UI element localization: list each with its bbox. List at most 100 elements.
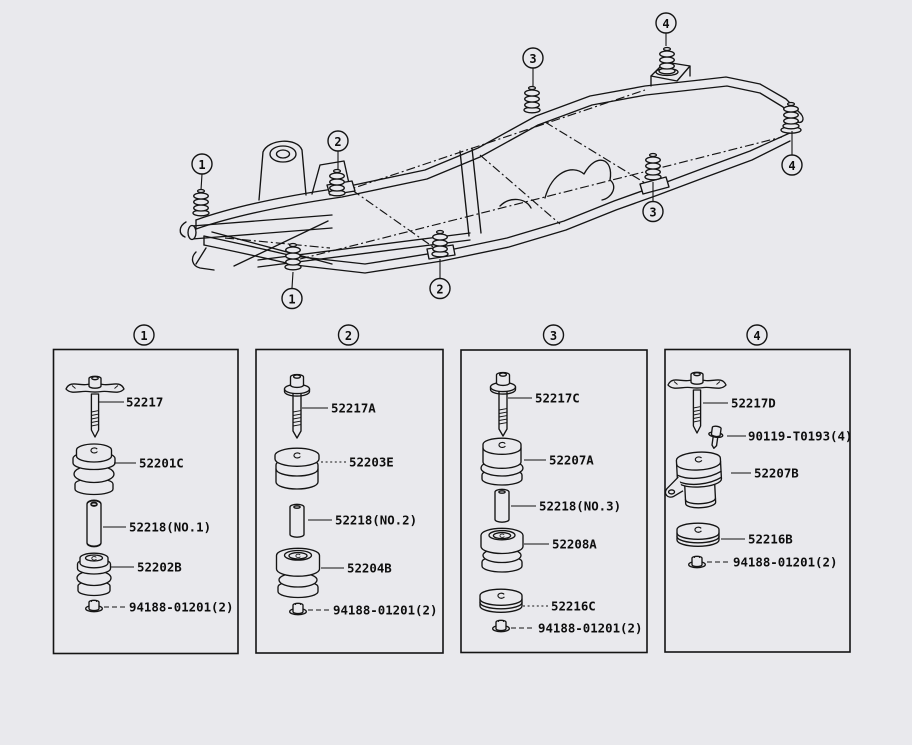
mount-cushion-1-rear [284,242,302,271]
frame-callout-3-front: 3 [522,47,544,87]
part-label: 94188-01201(2) [308,603,437,618]
part-label: 52217 [99,395,163,410]
group-number: 3 [550,329,557,343]
mount-cushion-4-rear [782,101,800,130]
part-group-1: 1 52217 52201C 52218(NO.1) 52202B 94188-… [52,324,239,655]
mount-cushion-2-rear [431,229,449,258]
callout-number: 3 [649,205,656,219]
front-crossmember [191,214,333,227]
part-number: 94188-01201(2) [733,555,837,570]
part-number: 52218(NO.1) [129,520,211,535]
mid-crossmember [459,150,470,237]
part-number: 90119-T0193(4) [748,429,852,444]
part-number: 52217C [535,391,580,406]
part-label: 52204B [321,561,392,576]
part-number: 52217 [126,395,163,410]
part-number: 52207B [754,466,799,481]
callout-number: 1 [198,158,205,172]
drawing-lower-cushion [77,553,111,595]
drawing-spacer [289,503,305,538]
drawing-spacer [86,499,102,548]
drawing-cushion-with-bracket [664,451,723,509]
part-group-3: 3 52217C 52207A 52218(NO.3) 52208A 52216… [460,324,648,654]
mount-cushion-3-rear [644,152,662,181]
frame-callout-1-front: 1 [191,153,213,191]
part-number: 52202B [137,560,182,575]
part-number: 52218(NO.2) [335,513,417,528]
part-number: 52201C [139,456,184,471]
callout-number: 4 [662,17,669,31]
drawing-nut [688,555,706,569]
part-label: 52208A [524,537,597,552]
part-label: 90119-T0193(4) [727,429,852,444]
callout-number: 2 [334,135,341,149]
part-label: 52202B [111,560,182,575]
part-number: 52204B [347,561,392,576]
drawing-mount-bolt [283,373,311,439]
part-number: 52218(NO.3) [539,499,621,514]
part-number: 94188-01201(2) [333,603,437,618]
group-box [255,348,444,654]
drawing-lower-cushion [481,528,523,572]
group-number: 4 [753,329,760,343]
part-number: 52207A [549,453,594,468]
part-group-4: 4 52217D 90119-T0193(4) 52207B [664,324,852,653]
drawing-upper-cushion [73,444,115,495]
part-label: 52201C [114,456,184,471]
part-number: 94188-01201(2) [129,600,233,615]
part-label: 52218(NO.1) [103,520,211,535]
drawing-nut [85,599,103,613]
part-label: 52217A [302,401,376,416]
part-label: 52218(NO.2) [308,513,417,528]
mount-cushion-4-front [658,46,676,75]
drawing-nut [289,602,307,616]
frame-callout-2-front: 2 [327,130,349,170]
mount-cushion-3-front [523,85,541,114]
part-label: 94188-01201(2) [104,600,233,615]
part-number: 52216B [748,532,793,547]
frame-callout-1-rear: 1 [281,271,303,310]
part-number: 52216C [551,599,596,614]
drawing-spacer [494,488,510,523]
frame-callout-2-rear: 2 [429,259,451,300]
drawing-upper-cushion [275,448,319,489]
frame-callout-4-front: 4 [655,12,677,46]
part-label: 52203E [321,455,394,470]
part-number: 94188-01201(2) [538,621,642,636]
part-label: 52218(NO.3) [511,499,621,514]
part-number: 52203E [349,455,394,470]
part-label: 52207A [524,453,594,468]
part-group-2: 2 52217A 52203E 52218(NO.2) 52204B 94188… [255,324,444,654]
group-number: 1 [140,329,147,343]
drawing-mount-bolt [489,371,517,437]
part-number: 52217A [331,401,376,416]
group-box [52,348,239,655]
part-number: 52217D [731,396,776,411]
group-number: 2 [345,329,352,343]
part-label: 94188-01201(2) [511,621,642,636]
part-label: 94188-01201(2) [707,555,837,570]
frame-rail-far [195,79,701,221]
mount-cushion-1-front [192,188,210,217]
drawing-nut [492,619,510,633]
part-label: 52216B [721,532,793,547]
callout-number: 4 [788,159,795,173]
frame-callout-3-rear: 3 [642,182,664,223]
callout-number: 3 [529,52,536,66]
part-label: 52217C [508,391,580,406]
frame-illustration: 1 1 2 2 3 3 4 [179,12,804,310]
drawing-retainer [480,589,522,612]
frame-callout-4-rear: 4 [781,131,803,176]
group-box [664,348,851,653]
callout-number: 2 [436,282,443,296]
drawing-small-bolt [706,424,725,450]
group-box [460,349,648,654]
callout-number: 1 [288,292,295,306]
part-label: 52216C [523,599,596,614]
front-tower [258,140,307,201]
drawing-retainer [677,523,719,546]
mount-cushion-2-front [328,168,346,197]
part-label: 52207B [731,466,799,481]
part-label: 52217D [703,396,776,411]
